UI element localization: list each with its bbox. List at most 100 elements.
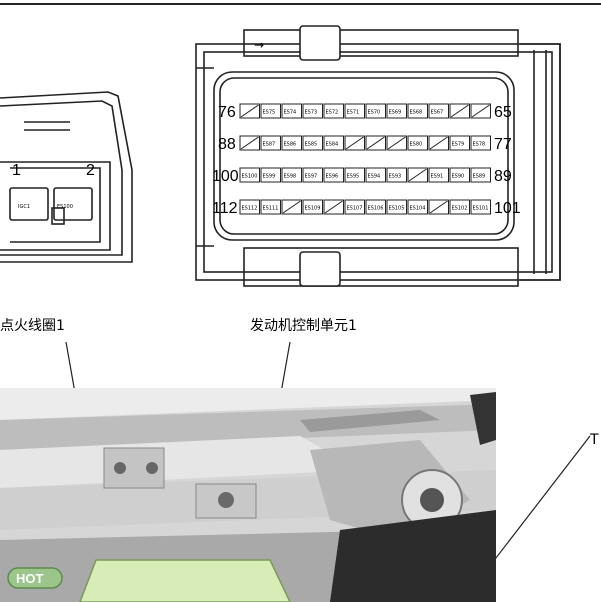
ecu-pin-code: ES96 bbox=[326, 174, 339, 180]
ecu-unused-pin-slash bbox=[240, 136, 259, 150]
ecu-pin-cell bbox=[344, 167, 365, 183]
ecu-pin-code: ES84 bbox=[326, 142, 339, 148]
ecu-pin-cell bbox=[281, 167, 302, 183]
ecu-pin-code: ES105 bbox=[389, 206, 405, 212]
coil-caption: 点火线圈1 bbox=[0, 318, 65, 334]
ecu-pin-code: ES71 bbox=[347, 110, 360, 116]
ecu-arrow-icon: → bbox=[254, 38, 264, 52]
ecu-unused-pin-slash bbox=[345, 136, 364, 150]
ecu-pin-code: ES80 bbox=[410, 142, 423, 148]
ecu-pin-grid: 76 ES75 ES74 ES73 ES72 ES71 ES70 ES69 ES68 ES67 65… bbox=[212, 103, 521, 217]
ecu-pin-code: ES106 bbox=[368, 206, 384, 212]
ecu-pin-code: ES74 bbox=[284, 110, 297, 116]
ecu-pin-code: ES72 bbox=[326, 110, 339, 116]
ecu-pin-cell bbox=[281, 135, 302, 151]
ecu-pin-cell bbox=[302, 199, 323, 215]
ecu-pin-code: ES112 bbox=[242, 206, 258, 212]
ecu-pin-cell bbox=[365, 103, 386, 119]
ecu-pin-cell bbox=[260, 199, 281, 215]
ecu-row-label-left: 76 bbox=[218, 104, 236, 121]
ecu-pin-code: ES97 bbox=[305, 174, 318, 180]
ecu-pin-cell bbox=[281, 103, 302, 119]
ecu-unused-pin-slash bbox=[429, 136, 448, 150]
ecu-caption: 发动机控制单元1 bbox=[250, 318, 357, 334]
ecu-pin-code: ES94 bbox=[368, 174, 381, 180]
coil-pin-number-1: 1 bbox=[12, 162, 21, 179]
ecu-unused-pin-slash bbox=[450, 104, 469, 118]
ecu-pin-cell bbox=[449, 135, 470, 151]
ecu-pin-cell bbox=[407, 135, 428, 151]
ecu-pin-cell bbox=[470, 135, 491, 151]
ecu-pin-code: ES78 bbox=[473, 142, 486, 148]
ecu-pin-code: ES98 bbox=[284, 174, 297, 180]
ecu-unused-pin-slash bbox=[282, 200, 301, 214]
ecu-pin-cell bbox=[386, 103, 407, 119]
ecu-pin-cell bbox=[365, 199, 386, 215]
ecu-pin-code: ES89 bbox=[473, 174, 486, 180]
ecu-pin-code: ES69 bbox=[389, 110, 402, 116]
ecu-pin-code: ES100 bbox=[242, 174, 258, 180]
ecu-pin-cell bbox=[323, 103, 344, 119]
ecu-pin-cell bbox=[302, 135, 323, 151]
ecu-pin-cell bbox=[302, 167, 323, 183]
ecu-row-label-left: 100 bbox=[212, 168, 239, 185]
ecu-pin-code: ES68 bbox=[410, 110, 423, 116]
ecu-pin-code: ES99 bbox=[263, 174, 276, 180]
ecu-pin-cell bbox=[470, 199, 491, 215]
ecu-row-label-left: 88 bbox=[218, 136, 236, 153]
ecu-unused-pin-slash bbox=[408, 168, 427, 182]
ecu-unused-pin-slash bbox=[240, 104, 259, 118]
ecu-pin-cell bbox=[239, 199, 260, 215]
hot-badge: HOT bbox=[16, 571, 44, 586]
ecu-pin-cell bbox=[260, 103, 281, 119]
coil-pin-number-2: 2 bbox=[86, 162, 95, 179]
ecu-unused-pin-slash bbox=[429, 200, 448, 214]
ecu-unused-pin-slash bbox=[366, 136, 385, 150]
ecu-unused-pin-slash bbox=[387, 136, 406, 150]
ecu-row-label-right: 65 bbox=[494, 104, 512, 121]
ecu-pin-cell bbox=[470, 167, 491, 183]
ecu-row-label-right: 89 bbox=[494, 168, 512, 185]
coil-connector bbox=[0, 91, 133, 263]
ecu-pin-code: ES93 bbox=[389, 174, 402, 180]
ecu-pin-code: ES73 bbox=[305, 110, 318, 116]
ecu-row-label-right: 77 bbox=[494, 136, 512, 153]
coil-pin-code-2: ES100 bbox=[57, 204, 73, 210]
ecu-pin-cell bbox=[344, 103, 365, 119]
ecu-row-label-right: 101 bbox=[494, 200, 521, 217]
ecu-pin-cell bbox=[323, 135, 344, 151]
ecu-pin-cell bbox=[386, 199, 407, 215]
ecu-pin-code: ES102 bbox=[452, 206, 468, 212]
engine-bay-photo bbox=[0, 388, 496, 602]
ecu-pin-code: ES67 bbox=[431, 110, 444, 116]
ecu-pin-code: ES107 bbox=[347, 206, 363, 212]
ecu-pin-cell bbox=[365, 167, 386, 183]
ecu-pin-code: ES70 bbox=[368, 110, 381, 116]
coil-pin-code-1: IGC1 bbox=[18, 204, 30, 210]
ecu-row-label-left: 112 bbox=[212, 200, 238, 217]
ecu-pin-cell bbox=[344, 199, 365, 215]
ecu-unused-pin-slash bbox=[471, 104, 490, 118]
ecu-pin-cell bbox=[407, 103, 428, 119]
ecu-pin-code: ES85 bbox=[305, 142, 318, 148]
ecu-pin-cell bbox=[386, 167, 407, 183]
ecu-pin-cell bbox=[260, 167, 281, 183]
ecu-pin-cell bbox=[449, 199, 470, 215]
ecu-pin-code: ES104 bbox=[410, 206, 426, 212]
ecu-pin-cell bbox=[323, 167, 344, 183]
ecu-pin-code: ES111 bbox=[263, 206, 279, 212]
ecu-pin-cell bbox=[302, 103, 323, 119]
ecu-pin-cell bbox=[428, 103, 449, 119]
ecu-connector-body bbox=[195, 25, 561, 287]
ecu-pin-cell bbox=[407, 199, 428, 215]
ecu-pin-cell bbox=[260, 135, 281, 151]
ecu-unused-pin-slash bbox=[324, 200, 343, 214]
coil-pin-2-box bbox=[53, 187, 93, 221]
ecu-pin-code: ES109 bbox=[305, 206, 321, 212]
ecu-pin-cell bbox=[239, 167, 260, 183]
ecu-pin-code: ES79 bbox=[452, 142, 465, 148]
right-edge-label: T bbox=[589, 432, 599, 448]
ecu-pin-code: ES90 bbox=[452, 174, 465, 180]
ecu-pin-code: ES75 bbox=[263, 110, 276, 116]
